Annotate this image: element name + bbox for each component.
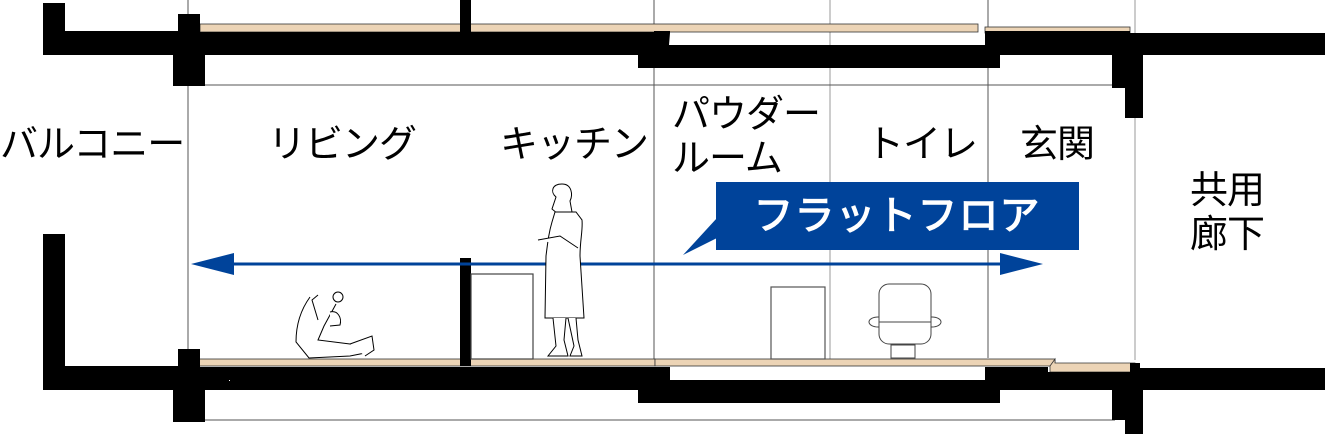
flat-floor-arrow xyxy=(191,253,1043,275)
room-label-living: リビング xyxy=(268,122,417,166)
upper-flooring xyxy=(199,23,979,33)
room-label-common-corridor: 共用 廊下 xyxy=(1190,168,1265,256)
flat-floor-callout xyxy=(683,182,1079,255)
room-label-powder-room-line2: ルーム xyxy=(672,136,783,180)
flat-floor-callout-label: フラットフロア xyxy=(753,193,1041,239)
kitchen-counter xyxy=(470,273,534,360)
lower-flooring-mid xyxy=(654,358,1056,367)
room-label-entrance: 玄関 xyxy=(1020,122,1095,166)
room-label-kitchen: キッチン xyxy=(500,122,649,166)
room-label-toilet: トイレ xyxy=(866,122,978,166)
upper-slab xyxy=(43,0,1325,118)
lower-slab xyxy=(43,234,1325,434)
kitchen-partition-wall xyxy=(460,258,471,366)
room-label-common-corridor-line2: 廊下 xyxy=(1190,212,1265,256)
toilet-fixture xyxy=(868,283,942,359)
washstand xyxy=(770,286,826,360)
ceiling-lines xyxy=(204,84,1115,421)
lower-flooring-step xyxy=(1049,357,1136,373)
standing-woman-figure xyxy=(537,183,585,357)
room-label-balcony: バルコニー xyxy=(0,122,185,166)
lower-flooring xyxy=(198,358,656,367)
room-label-powder-room-line1: パウダー xyxy=(672,92,821,136)
room-label-powder-room: パウダー ルーム xyxy=(672,92,821,180)
room-label-common-corridor-line1: 共用 xyxy=(1190,168,1265,212)
sitting-person-figure xyxy=(295,291,375,359)
